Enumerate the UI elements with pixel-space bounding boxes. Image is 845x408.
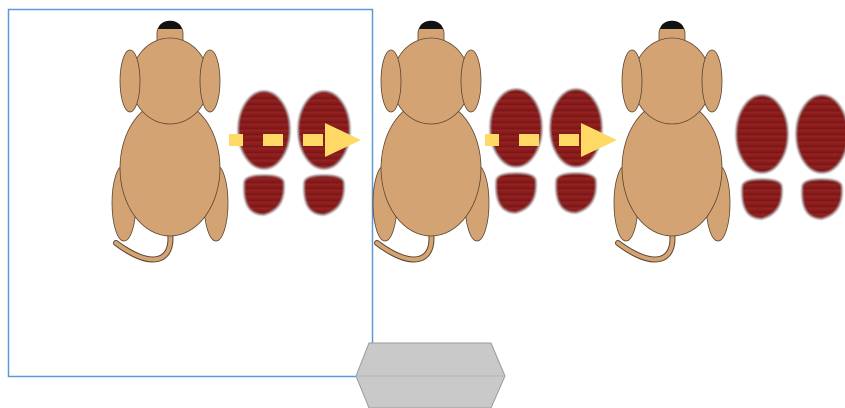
dog-nose — [158, 21, 182, 29]
footprint-pad-main — [550, 89, 602, 167]
dog-1 — [112, 21, 228, 260]
arrow-dash — [263, 134, 283, 146]
dog-ear-left — [120, 50, 140, 112]
footprint-pad-main — [736, 95, 788, 173]
dog-ear-right — [461, 50, 481, 112]
footprint-pad-small — [742, 179, 782, 219]
footprint-pad-main — [298, 91, 350, 169]
dog-2 — [373, 21, 489, 260]
dog-ear-right — [200, 50, 220, 112]
dog-nose — [660, 21, 684, 29]
dog-head — [633, 38, 711, 124]
footprints-3 — [736, 95, 845, 219]
arrow-dash — [303, 134, 323, 146]
dog-3 — [614, 21, 730, 260]
dog-ear-right — [702, 50, 722, 112]
arrow-dash — [519, 134, 539, 146]
footprint-pad-main — [238, 91, 290, 169]
arrow-dash — [485, 134, 499, 146]
dog-ear-left — [622, 50, 642, 112]
dog-head — [131, 38, 209, 124]
footprint-pad-small — [556, 173, 596, 213]
dog-ear-left — [381, 50, 401, 112]
footprint-pad-small — [244, 175, 284, 215]
footprint-pad-small — [802, 179, 842, 219]
arrow-dash — [229, 134, 243, 146]
dog-head — [392, 38, 470, 124]
dog-nose — [419, 21, 443, 29]
footprint-pad-small — [496, 173, 536, 213]
resize-handle[interactable] — [356, 343, 505, 408]
footprint-pad-small — [304, 175, 344, 215]
footprint-pad-main — [796, 95, 845, 173]
footprint-pad-main — [490, 89, 542, 167]
arrow-dash — [559, 134, 579, 146]
